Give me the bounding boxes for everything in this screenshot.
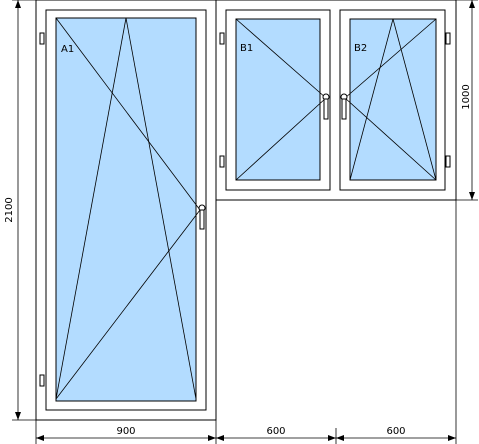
opening-line: [55, 209, 201, 400]
dimension-total-height: 2100: [4, 0, 36, 421]
handle-icon: [198, 204, 206, 230]
hinge-icon: [39, 374, 45, 387]
sash-label-b2: B2: [354, 43, 367, 54]
dimension-label-upper-height: 1000: [461, 84, 472, 109]
glass-pane-a1: [55, 17, 197, 402]
sash-b1: B1: [225, 9, 331, 191]
handle-icon: [322, 93, 330, 120]
opening-line: [55, 17, 201, 211]
sash-label-b1: B1: [240, 43, 253, 54]
sash-b2: B2: [339, 9, 446, 191]
dimension-label-total-height: 2100: [4, 197, 15, 222]
hinge-icon: [39, 32, 45, 45]
hinge-icon: [445, 155, 451, 168]
opening-line: [392, 18, 437, 181]
glass-pane-b1: [235, 18, 321, 181]
hinge-icon: [219, 155, 225, 168]
opening-line: [235, 18, 327, 99]
opening-line: [235, 97, 327, 181]
opening-line: [55, 17, 127, 400]
dimension-label-width-b1: 600: [266, 426, 285, 437]
sash-label-a1: A1: [61, 44, 74, 55]
hinge-icon: [445, 32, 451, 45]
opening-line: [349, 18, 394, 181]
glass-pane-b2: [349, 18, 437, 181]
handle-icon: [340, 93, 348, 120]
opening-line: [344, 18, 437, 99]
opening-line: [344, 97, 437, 181]
dimension-upper-height: 1000: [456, 0, 478, 201]
hinge-icon: [219, 32, 225, 45]
dimension-widths: 900 600 600: [35, 200, 457, 444]
opening-line: [125, 17, 197, 400]
dimension-label-width-a: 900: [116, 426, 135, 437]
sash-a1: A1: [55, 17, 201, 402]
dimension-label-width-b2: 600: [386, 426, 405, 437]
